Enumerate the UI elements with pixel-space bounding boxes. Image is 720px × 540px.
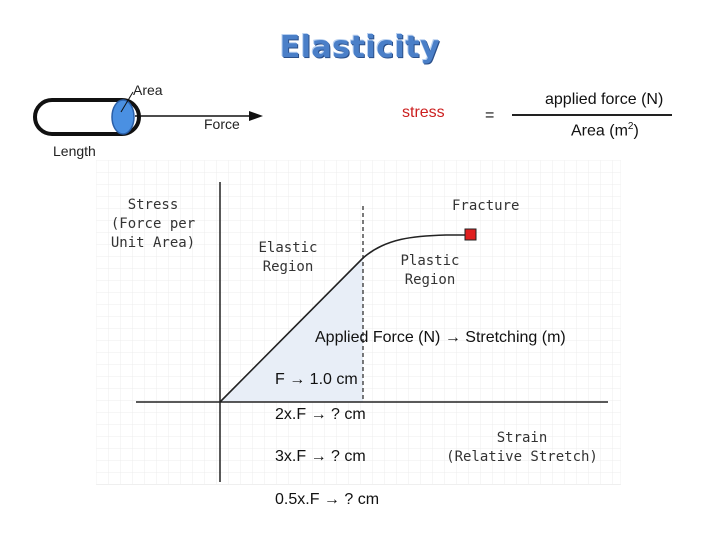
list-item: 3x.F → ? cm bbox=[275, 448, 366, 465]
stress-strain-graph bbox=[96, 160, 621, 485]
cylinder-end-face bbox=[111, 99, 135, 135]
fracture-marker bbox=[464, 228, 477, 241]
equals-sign: = bbox=[485, 107, 495, 124]
stress-strain-curve bbox=[219, 234, 471, 403]
strain-axis-label: Strain(Relative Stretch) bbox=[446, 430, 598, 465]
fracture-label: Fracture bbox=[452, 198, 520, 214]
cylinder-diagram bbox=[33, 91, 263, 136]
list-item: F → 1.0 cm bbox=[275, 371, 358, 388]
numerator-text: applied force (N) bbox=[545, 91, 664, 108]
stress-term: stress bbox=[402, 104, 445, 121]
fraction-bar bbox=[512, 114, 672, 116]
list-item: 0.5x.F → ? cm bbox=[275, 491, 380, 508]
force-arrow-head bbox=[249, 111, 263, 121]
area-label: Area bbox=[133, 82, 163, 98]
denominator-text: Area (m2) bbox=[571, 121, 639, 140]
relation-text: Applied Force (N) → Stretching (m) bbox=[315, 329, 566, 346]
page-title: Elasticity bbox=[279, 30, 441, 65]
list-item: 2x.F → ? cm bbox=[275, 406, 366, 423]
length-label: Length bbox=[53, 143, 96, 159]
area-pointer bbox=[120, 91, 134, 113]
force-label: Force bbox=[204, 116, 240, 132]
